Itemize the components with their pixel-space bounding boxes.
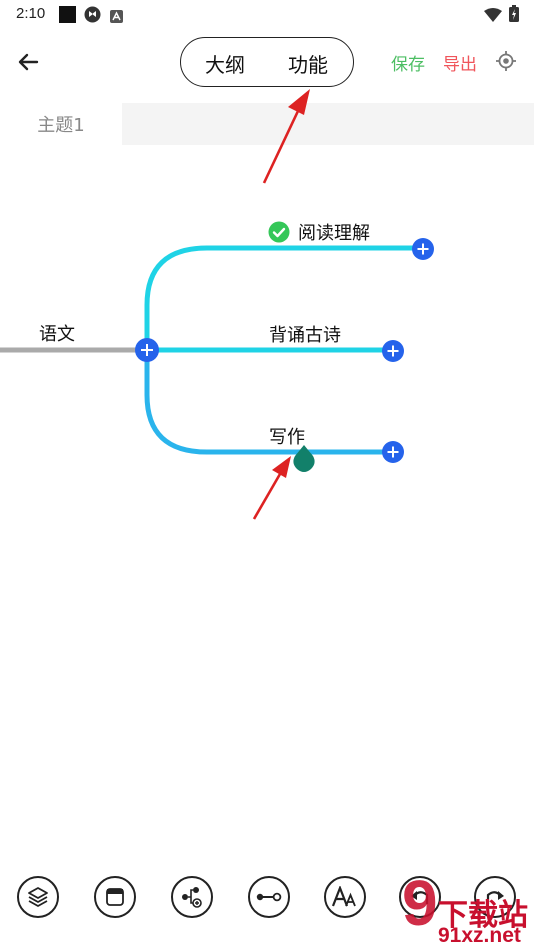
subtopic-add-icon bbox=[182, 887, 202, 908]
sheet-tab-label: 主题1 bbox=[37, 115, 85, 136]
mindmap-canvas[interactable]: 语文 阅读理解 背诵古诗 写作 bbox=[0, 145, 534, 860]
child-node-3[interactable]: 写作 bbox=[269, 427, 305, 448]
bottom-toolbar bbox=[0, 876, 534, 922]
status-time: 2:10 bbox=[16, 5, 46, 22]
export-button[interactable]: 导出 bbox=[443, 55, 477, 75]
annotation-arrow-icon bbox=[252, 456, 291, 520]
add-child-plus-icon[interactable] bbox=[412, 238, 434, 260]
status-bar: 2:10 bbox=[0, 0, 534, 28]
layers-icon bbox=[28, 887, 48, 907]
text-style-button[interactable] bbox=[324, 876, 366, 918]
sheet-tab-strip: 主题1 bbox=[0, 103, 534, 145]
frame-button[interactable] bbox=[94, 876, 136, 918]
root-expand-plus-icon[interactable] bbox=[135, 338, 159, 362]
child-node-1[interactable]: 阅读理解 bbox=[268, 219, 370, 245]
mindmap-branches bbox=[0, 238, 434, 472]
battery-icon bbox=[509, 5, 519, 26]
sync-icon bbox=[84, 6, 101, 27]
redo-icon bbox=[486, 891, 504, 904]
font-size-icon bbox=[332, 886, 356, 907]
tab-outline[interactable]: 大纲 bbox=[205, 53, 245, 77]
locate-button[interactable] bbox=[495, 50, 517, 72]
undo-icon bbox=[411, 891, 429, 904]
child-node-label: 阅读理解 bbox=[298, 223, 370, 244]
layers-button[interactable] bbox=[17, 876, 59, 918]
back-button[interactable] bbox=[12, 46, 44, 78]
watermark: 9 下载站 91xz.net bbox=[400, 867, 534, 950]
save-button[interactable]: 保存 bbox=[391, 55, 425, 75]
add-child-plus-icon[interactable] bbox=[382, 441, 404, 463]
tab-function[interactable]: 功能 bbox=[288, 53, 328, 77]
root-node[interactable]: 语文 bbox=[39, 324, 75, 345]
connection-icon bbox=[256, 892, 282, 902]
selection-drag-marker-icon[interactable] bbox=[293, 445, 315, 472]
arrow-left-icon bbox=[18, 53, 39, 71]
branch-line-3 bbox=[144, 350, 393, 455]
view-switch: 大纲 功能 bbox=[180, 37, 354, 87]
crosshair-icon bbox=[496, 51, 516, 71]
text-notification-icon bbox=[110, 8, 123, 27]
add-subtopic-button[interactable] bbox=[171, 876, 213, 918]
app-square-icon bbox=[59, 6, 76, 27]
sheet-tab-topic1[interactable]: 主题1 bbox=[0, 103, 122, 145]
connect-line-button[interactable] bbox=[248, 876, 290, 918]
watermark-digit: 9 bbox=[402, 867, 438, 939]
undo-button[interactable] bbox=[399, 876, 441, 918]
app-bar: 大纲 功能 保存 导出 bbox=[0, 28, 534, 98]
wifi-icon bbox=[484, 7, 502, 26]
child-node-2[interactable]: 背诵古诗 bbox=[269, 325, 341, 346]
branch-line-1 bbox=[144, 245, 423, 350]
watermark-brand: 下载站 bbox=[438, 898, 528, 933]
watermark-domain: 91xz.net bbox=[438, 924, 521, 947]
annotation-arrow-icon bbox=[262, 89, 310, 184]
check-circle-icon bbox=[268, 221, 290, 243]
window-frame-icon bbox=[106, 888, 124, 906]
redo-button[interactable] bbox=[474, 876, 516, 918]
add-child-plus-icon[interactable] bbox=[382, 340, 404, 362]
